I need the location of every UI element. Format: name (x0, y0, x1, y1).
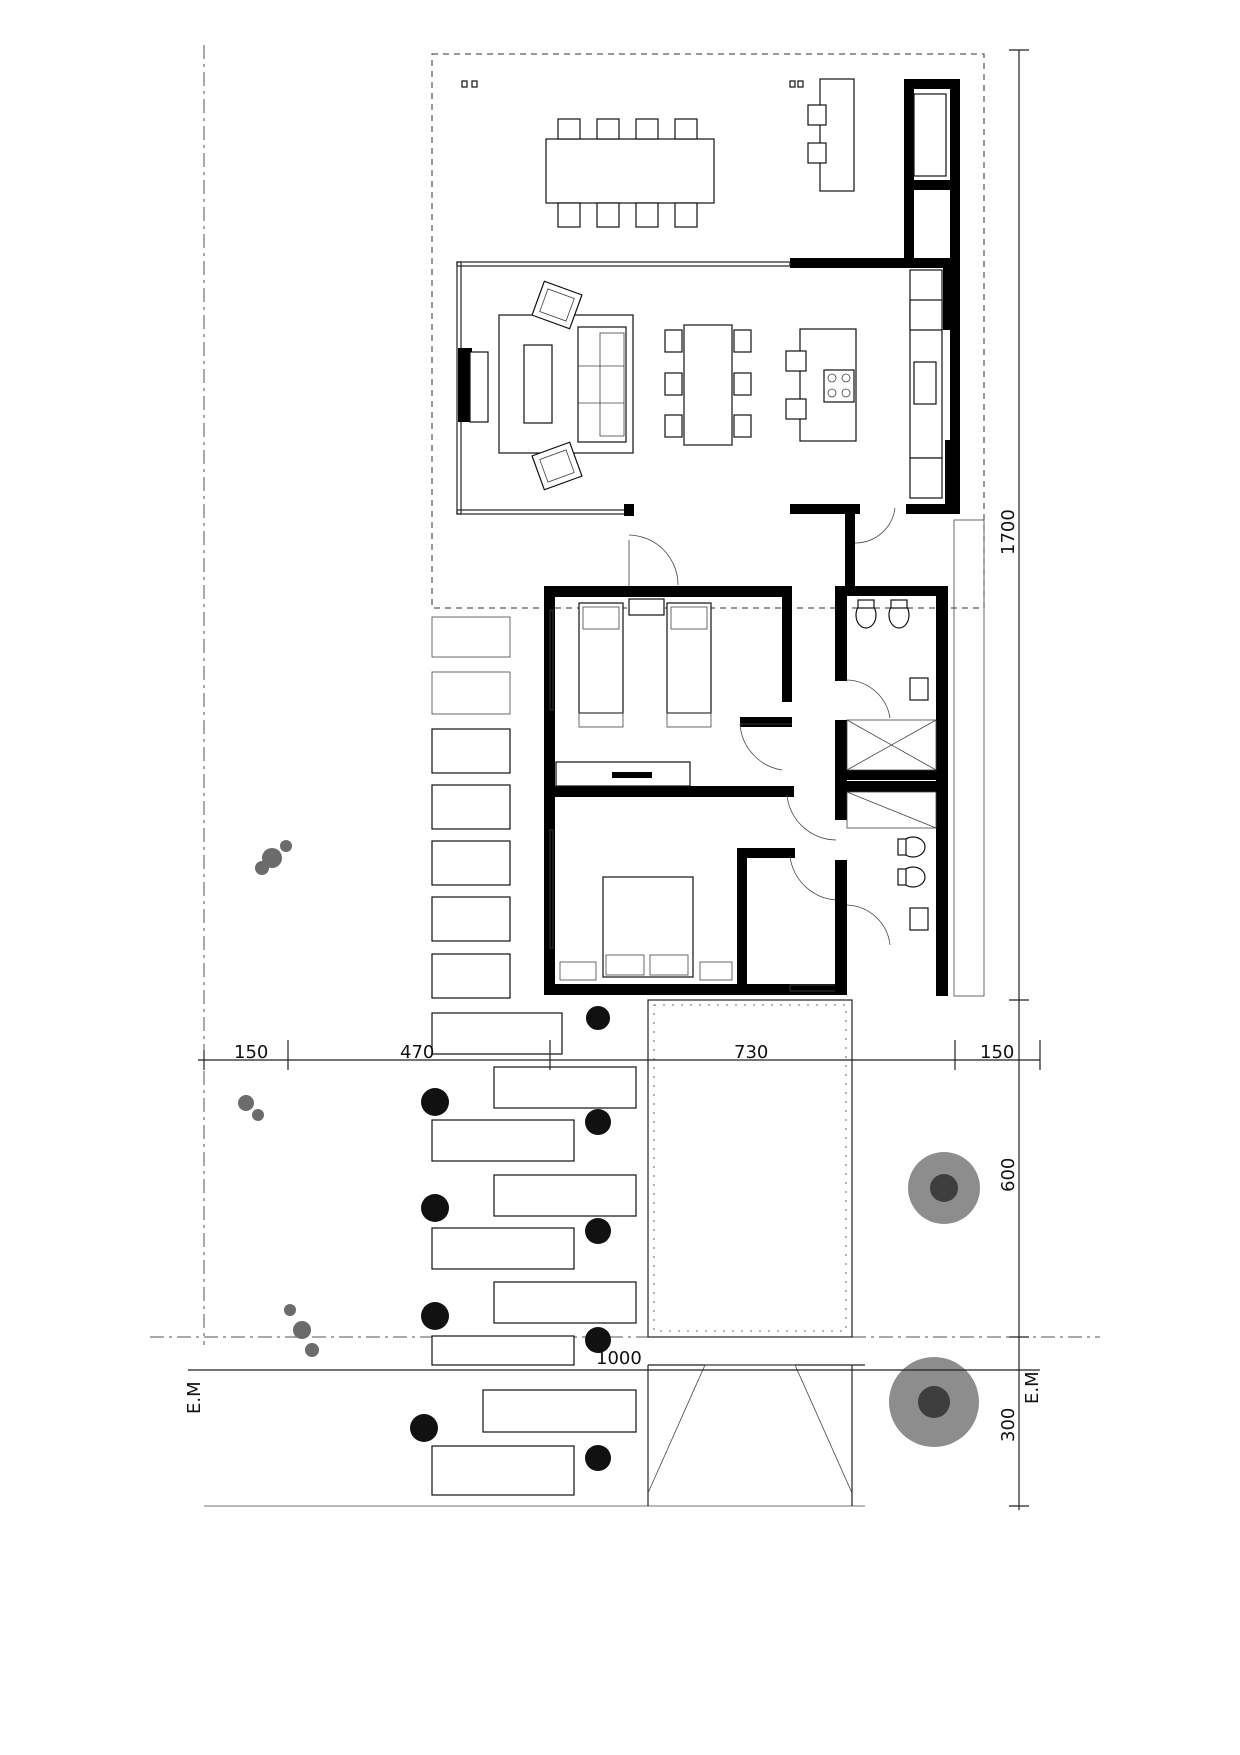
dim-front-setback: 600 (998, 1158, 1019, 1192)
stepping-stones (431, 616, 637, 1496)
dim-overall-depth: 1700 (998, 509, 1019, 555)
bedroom-1 (544, 586, 794, 994)
line-mark-left: E.M (184, 1381, 205, 1414)
bathrooms (835, 519, 985, 997)
dimension-lines (188, 49, 1041, 1510)
living-kitchen (456, 258, 960, 594)
landscaping (238, 840, 980, 1471)
site-lines (150, 45, 1100, 1507)
dim-carport-width: 1000 (596, 1348, 642, 1369)
terrace-area (431, 53, 985, 609)
dim-front-edge: 300 (998, 1408, 1019, 1442)
carport (647, 999, 865, 1506)
line-mark-right: E.M (1022, 1371, 1043, 1404)
dim-right-setback: 150 (980, 1042, 1014, 1063)
bedroom-2 (544, 794, 844, 995)
dim-left-setback: 150 (234, 1042, 268, 1063)
terrace-chairs (557, 118, 698, 228)
dim-house-width: 730 (734, 1042, 768, 1063)
dim-path-width: 470 (400, 1042, 434, 1063)
